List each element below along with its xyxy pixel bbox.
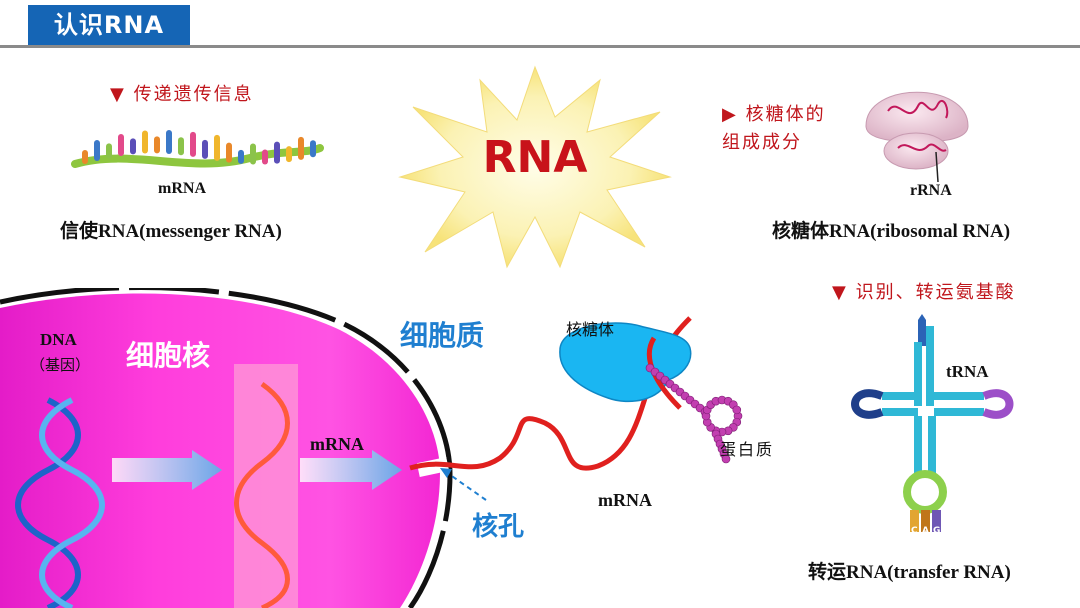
gene-label: （基因） [30, 356, 91, 374]
mrna-function-note: ▼ 传递遗传信息 [110, 84, 254, 105]
rrna-caption: 核糖体RNA(ribosomal RNA) [772, 216, 1010, 243]
trna-caption-cn: 转运 [808, 561, 847, 583]
page-title: 认识RNA [28, 5, 190, 45]
mrna-base [298, 136, 304, 160]
mrna-base [202, 139, 208, 159]
nucleus-label: 细胞核 [126, 339, 211, 372]
mrna-base [250, 143, 256, 165]
mrna-base [274, 141, 280, 164]
mrna-base [310, 140, 316, 158]
trna-diagram-label: tRNA [946, 362, 989, 381]
mrna-outside-label: mRNA [598, 490, 652, 510]
cell-nucleus-diagram [0, 288, 743, 608]
mrna-base [82, 150, 88, 164]
mrna-base [130, 138, 136, 155]
rrna-diagram-label: rRNA [910, 182, 952, 199]
mrna-diagram-label: mRNA [158, 180, 206, 197]
mrna-strand-diagram [71, 129, 324, 168]
mrna-base [142, 130, 148, 154]
protein-label: 蛋白质 [720, 440, 775, 459]
mrna-base [94, 140, 100, 162]
rrna-caption-cn: 核糖体 [772, 220, 830, 242]
mrna-base [118, 134, 124, 157]
mrna-base [238, 149, 244, 164]
mrna-base [154, 136, 160, 154]
ribosome-label: 核糖体 [566, 320, 615, 339]
rrna-function-note-line2: 组成成分 [722, 132, 802, 153]
title-divider [0, 45, 1080, 48]
protein-bead [721, 454, 731, 464]
mrna-base [190, 131, 196, 157]
mrna-caption-cn: 信使 [60, 220, 99, 242]
trna-caption-en: RNA(transfer RNA) [846, 562, 1011, 583]
anticodon-base-3: G [933, 526, 941, 536]
nuclear-pore-label: 核孔 [472, 512, 525, 542]
starburst-graphic [398, 65, 672, 269]
dna-label: DNA [40, 330, 77, 349]
mrna-caption-en: RNA(messenger RNA) [98, 221, 282, 242]
mrna-base [226, 142, 232, 163]
trna-cloverleaf-diagram [851, 314, 1014, 532]
rrna-function-note-line1: ▶ 核糖体的 [722, 104, 826, 125]
mrna-base [214, 134, 220, 161]
mrna-base [166, 129, 172, 154]
mrna-base [178, 137, 184, 156]
rrna-caption-en: RNA(ribosomal RNA) [829, 221, 1011, 242]
protein-bead [732, 405, 742, 415]
mrna-base [286, 146, 292, 163]
rna-center-label: RNA [482, 132, 588, 183]
mrna-inside-label: mRNA [310, 434, 364, 454]
trna-caption: 转运RNA(transfer RNA) [808, 557, 1011, 584]
cytoplasm-label: 细胞质 [400, 319, 485, 352]
ribosome-rrna-graphic [865, 91, 969, 183]
mrna-caption: 信使RNA(messenger RNA) [60, 216, 282, 243]
mrna-base [106, 143, 112, 159]
anticodon-base-2: A [922, 526, 929, 536]
mrna-base [262, 149, 268, 165]
trna-function-note: ▼ 识别、转运氨基酸 [832, 282, 1016, 303]
anticodon-base-1: C [911, 526, 918, 536]
